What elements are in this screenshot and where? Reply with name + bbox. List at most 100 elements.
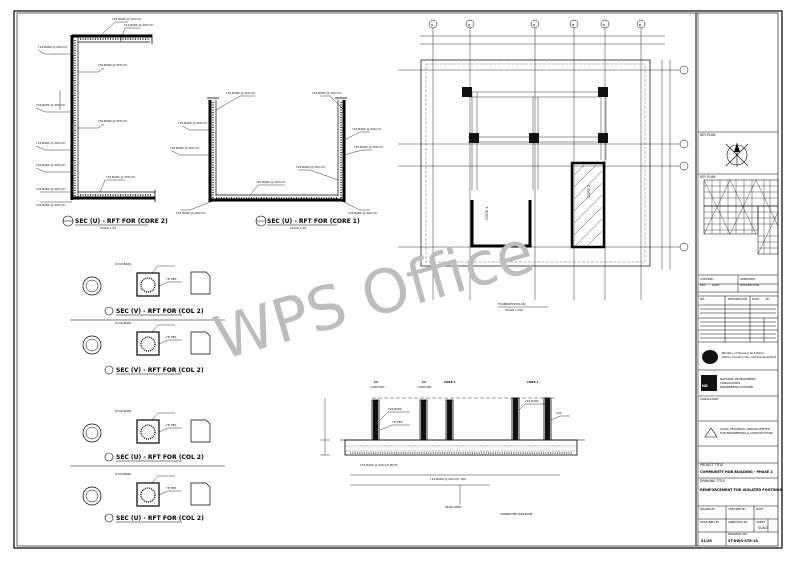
svg-text:DATE: DATE xyxy=(712,283,720,287)
svg-text:Y16 BARS @ 200 C/C: Y16 BARS @ 200 C/C xyxy=(98,63,127,67)
svg-text:DESIGNED BY: DESIGNED BY xyxy=(700,520,719,524)
svg-text:Y16 BARS @ 200 C/C: Y16 BARS @ 200 C/C xyxy=(98,119,127,123)
elev-label-c1: C1 xyxy=(374,380,378,384)
svg-text:Ministry of Housing and Public: Ministry of Housing and Public xyxy=(722,351,765,355)
svg-text:SCALE 1:25: SCALE 1:25 xyxy=(100,226,116,230)
svg-text:Y16 BARS @ 200 C/C: Y16 BARS @ 200 C/C xyxy=(354,145,383,149)
foundation-plan: 1 2 3 4 5 6 CORE 1 CORE 2 FOUNDATION PLA… xyxy=(398,19,689,312)
svg-text:APPROVED: APPROVED xyxy=(740,277,755,281)
core2-section: Y16 BARS @ 200 C/C Y16 BARS @ 200 C/C Y1… xyxy=(35,17,168,230)
svg-text:Y16 BARS @ 200 C/C: Y16 BARS @ 200 C/C xyxy=(348,211,377,215)
svg-text:DRAWING NO.: DRAWING NO. xyxy=(728,532,748,536)
key-plan-label: KEY PLAN xyxy=(700,133,716,137)
svg-text:DRAWN BY: DRAWN BY xyxy=(700,507,715,511)
svg-text:Y16 BARS @ 200 C/C TOP: Y16 BARS @ 200 C/C TOP xyxy=(430,477,466,481)
svg-text:Works, Construction and Develo: Works, Construction and Development xyxy=(722,355,777,359)
svg-text:Y8 TIES: Y8 TIES xyxy=(166,486,177,490)
svg-text:8-Y16 BARS: 8-Y16 BARS xyxy=(115,409,131,413)
svg-text:LOCAL TECHNICAL DESIGN CENTER: LOCAL TECHNICAL DESIGN CENTER xyxy=(720,427,770,431)
svg-text:Y16 BARS @ 200 C/C: Y16 BARS @ 200 C/C xyxy=(36,187,65,191)
svg-text:(700x700): (700x700) xyxy=(417,385,432,389)
col2-title-4: SEC (U) - RFT FOR (COL 2) xyxy=(116,515,204,522)
svg-text:LEAN CONC.: LEAN CONC. xyxy=(445,505,462,509)
svg-text:NATIONAL DEVELOPMENT: NATIONAL DEVELOPMENT xyxy=(720,377,756,381)
drawing-title: REINFORCEMENT FOR ISOLATED FOOTINGS xyxy=(700,488,783,492)
grid-marker-1: 1 xyxy=(431,23,433,27)
svg-text:CONSULTANTS: CONSULTANTS xyxy=(720,381,740,385)
svg-text:Y16 BARS @ 200 C/C: Y16 BARS @ 200 C/C xyxy=(176,211,205,215)
project-title-label: PROJECT TITLE xyxy=(700,463,723,467)
svg-text:Y12 BARS @ 200 C/C: Y12 BARS @ 200 C/C xyxy=(124,23,153,27)
svg-text:8-Y16 BARS: 8-Y16 BARS xyxy=(115,321,131,325)
svg-text:Y8 TIES: Y8 TIES xyxy=(166,335,177,339)
svg-text:(700x700): (700x700) xyxy=(370,385,385,389)
svg-text:Y8 TIES: Y8 TIES xyxy=(166,277,177,281)
svg-text:KEY PLAN: KEY PLAN xyxy=(700,175,716,179)
watermark: WPS Office xyxy=(207,217,541,375)
grid-marker-3: 3 xyxy=(533,23,535,27)
grid-marker-2: 2 xyxy=(468,23,470,27)
elev-label-core2: CORE 2 xyxy=(444,380,455,384)
svg-text:Y16 BARS @ 200 C/C: Y16 BARS @ 200 C/C xyxy=(312,91,341,95)
scale-label: SCALE xyxy=(758,526,768,530)
svg-text:NO.: NO. xyxy=(700,297,705,301)
svg-text:ENGINEERING DIVISION: ENGINEERING DIVISION xyxy=(720,385,753,389)
core1-section: Y16 BARS @ 200 C/C Y16 BARS @ 200 C/C Y1… xyxy=(170,91,383,230)
title-block: ND Ministry of Housing and Public Works,… xyxy=(698,131,783,546)
elev-label-core1: CORE 1 xyxy=(527,380,538,384)
svg-text:Y16: Y16 xyxy=(556,411,561,415)
core2-section-title: SEC (U) - RFT FOR (CORE 2) xyxy=(75,218,168,225)
column-sections xyxy=(70,265,225,507)
svg-text:Y16 BARS @ 200 C/C: Y16 BARS @ 200 C/C xyxy=(106,175,135,179)
plan-core1-label: CORE 1 xyxy=(485,207,489,220)
svg-text:8-Y16 BARS: 8-Y16 BARS xyxy=(115,262,131,266)
foundation-elevation: C1 C2 CORE 2 CORE 1 (700x700) (700x700) … xyxy=(320,380,585,516)
svg-text:COMPACTED SUB-BASE: COMPACTED SUB-BASE xyxy=(500,512,533,516)
svg-text:Y8 TIES: Y8 TIES xyxy=(166,423,177,427)
core1-section-title: SEC (U) - RFT FOR (CORE 1) xyxy=(267,218,360,225)
drawing-code: ST-DWG-STR-15 xyxy=(728,539,759,543)
svg-text:Y16 BARS @ 200 C/C: Y16 BARS @ 200 C/C xyxy=(296,165,325,169)
svg-text:FOUNDATION PLAN: FOUNDATION PLAN xyxy=(498,302,525,306)
svg-text:Y16 BARS @ 200 C/C: Y16 BARS @ 200 C/C xyxy=(36,103,65,107)
sheet-number: S1/26 xyxy=(701,539,712,543)
grid-marker-5: 5 xyxy=(603,23,605,27)
svg-text:8-Y16 BARS: 8-Y16 BARS xyxy=(115,472,131,476)
svg-text:CHECKED: CHECKED xyxy=(700,277,714,281)
project-name: COMMUNITY HUB BUILDING - PHASE 2 xyxy=(700,470,773,474)
svg-text:Y16 BARS @ 200 C/C: Y16 BARS @ 200 C/C xyxy=(170,146,199,150)
svg-text:Y16 BARS: Y16 BARS xyxy=(388,407,402,411)
svg-text:Y12 BARS @ 200 C/C: Y12 BARS @ 200 C/C xyxy=(36,141,65,145)
svg-text:Y16 BARS @ 200 C/C: Y16 BARS @ 200 C/C xyxy=(352,127,381,131)
svg-text:Y16 BARS @ 200 C/C: Y16 BARS @ 200 C/C xyxy=(226,91,255,95)
svg-text:Y16 BARS @ 200 C/C: Y16 BARS @ 200 C/C xyxy=(36,203,65,207)
svg-text:SCALE 1:25: SCALE 1:25 xyxy=(290,226,306,230)
svg-text:CHECKED BY: CHECKED BY xyxy=(728,507,746,511)
svg-text:Y16 BARS @ 200 C/C BOTT.: Y16 BARS @ 200 C/C BOTT. xyxy=(360,463,398,467)
plan-core2-label: CORE 2 xyxy=(587,185,591,198)
svg-text:Y16 BARS @ 200 C/C: Y16 BARS @ 200 C/C xyxy=(38,45,67,49)
svg-text:FOR ENGINEERING & CONSTRUCTION: FOR ENGINEERING & CONSTRUCTION xyxy=(720,431,773,435)
svg-text:SCALE 1:100: SCALE 1:100 xyxy=(505,308,523,312)
col2-title-2: SEC (V) - RFT FOR (COL 2) xyxy=(116,367,204,374)
svg-text:Y16 BARS: Y16 BARS xyxy=(525,399,539,403)
svg-text:Y16 BARS @ 200 C/C: Y16 BARS @ 200 C/C xyxy=(256,180,285,184)
svg-text:BY: BY xyxy=(766,297,770,301)
col2-title-1: SEC (V) - RFT FOR (COL 2) xyxy=(116,308,204,315)
grid-marker-6: 6 xyxy=(639,23,641,27)
svg-text:DESCRIPTION: DESCRIPTION xyxy=(740,283,759,287)
svg-text:SHEET: SHEET xyxy=(756,520,765,524)
svg-text:DATE: DATE xyxy=(752,297,760,301)
svg-text:Y16 BARS @ 200 C/C: Y16 BARS @ 200 C/C xyxy=(178,121,207,125)
svg-text:ND: ND xyxy=(702,384,708,388)
grid-marker-4: 4 xyxy=(572,23,574,27)
svg-text:Y8 TIES: Y8 TIES xyxy=(392,420,403,424)
svg-text:DESCRIPTION: DESCRIPTION xyxy=(728,297,747,301)
col2-title-3: SEC (U) - RFT FOR (COL 2) xyxy=(116,454,204,461)
elev-label-c2: C2 xyxy=(422,380,426,384)
svg-text:Y16 BARS @ 200 C/C: Y16 BARS @ 200 C/C xyxy=(112,17,141,21)
svg-text:CONSULTANT: CONSULTANT xyxy=(700,397,719,401)
svg-text:Y16 BARS @ 200 C/C: Y16 BARS @ 200 C/C xyxy=(36,163,65,167)
drawing-title-label: DRAWING TITLE xyxy=(700,479,725,483)
